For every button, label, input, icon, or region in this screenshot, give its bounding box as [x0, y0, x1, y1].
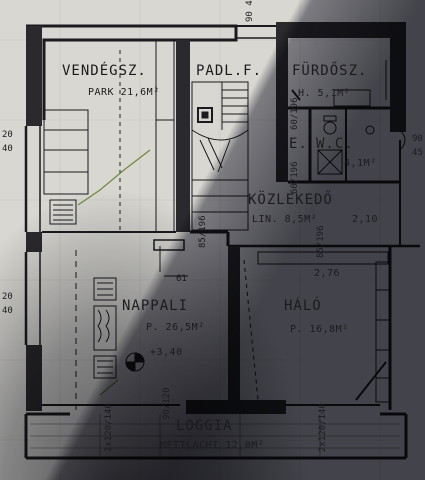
dim-2x120-140: 2x120/140: [104, 403, 114, 452]
room-nappali-level: +3,40: [150, 347, 183, 358]
wall-left-mid: [26, 232, 42, 252]
room-kozlekedo-dim: 2,10: [352, 214, 379, 225]
room-padl-name: PADL.F.: [196, 63, 263, 79]
wc-bowl: [323, 121, 337, 135]
dim-2x120-140b: 2x120/140: [318, 403, 328, 452]
room-wc-name: W.C.: [316, 136, 354, 152]
room-kozlekedo-area: LIN. 8,5M²: [252, 214, 318, 225]
dim-85-196: 85/196: [198, 215, 208, 248]
wall-top-right: [276, 22, 406, 38]
wall-right-top: [390, 22, 406, 132]
wall-loggia-top: [186, 400, 286, 414]
dim-90-120: 90/120: [162, 387, 172, 420]
room-wc-area: 4,1M²: [344, 158, 377, 169]
wall-bath-left: [276, 22, 288, 182]
room-furdo-name: FÜRDŐSZ.: [292, 63, 368, 79]
wall-nappali-halo: [228, 246, 240, 406]
dim-85-196b: 85/196: [316, 225, 326, 258]
room-loggia-name: LOGGIA: [176, 418, 233, 434]
dim-60-196: 60/196: [290, 97, 300, 130]
wall-vendeg-padl: [176, 40, 190, 232]
room-halo-name: HÁLÓ: [284, 298, 322, 314]
dim-top-right: 90 45: [245, 0, 255, 22]
fireplace: [93, 305, 117, 351]
dim-right-mid: 90 45: [412, 134, 423, 158]
room-nappali-area: P. 26,5M²: [146, 322, 205, 333]
dim-61: 61: [176, 274, 187, 284]
sink: [365, 125, 375, 135]
room-e-name: E.: [289, 136, 308, 152]
room-nappali-name: NAPPALI: [122, 298, 189, 314]
cabinet: [43, 109, 89, 195]
sideboard: [153, 239, 185, 251]
room-halo-area: P. 16,8M²: [290, 324, 349, 335]
room-halo-dim: 2,76: [314, 268, 341, 279]
dim-left-bottom: 20 40: [2, 292, 13, 316]
room-furdo-area: H. 5,1M²: [298, 88, 351, 99]
dim-60-196b: 60/196: [290, 161, 300, 194]
room-vendeg-name: VENDÉGSZ.: [62, 63, 147, 79]
dim-left-top: 20 40: [2, 130, 13, 154]
wall-left-top-fill: [26, 26, 42, 126]
room-loggia-area: METTLACHI 12,0M²: [160, 440, 265, 451]
wardrobe: [375, 261, 391, 403]
room-kozlekedo-name: KÖZLEKEDŐ: [248, 192, 333, 208]
wall-left-bottom: [26, 345, 42, 411]
room-vendeg-area: PARK 21,6M²: [88, 87, 160, 98]
